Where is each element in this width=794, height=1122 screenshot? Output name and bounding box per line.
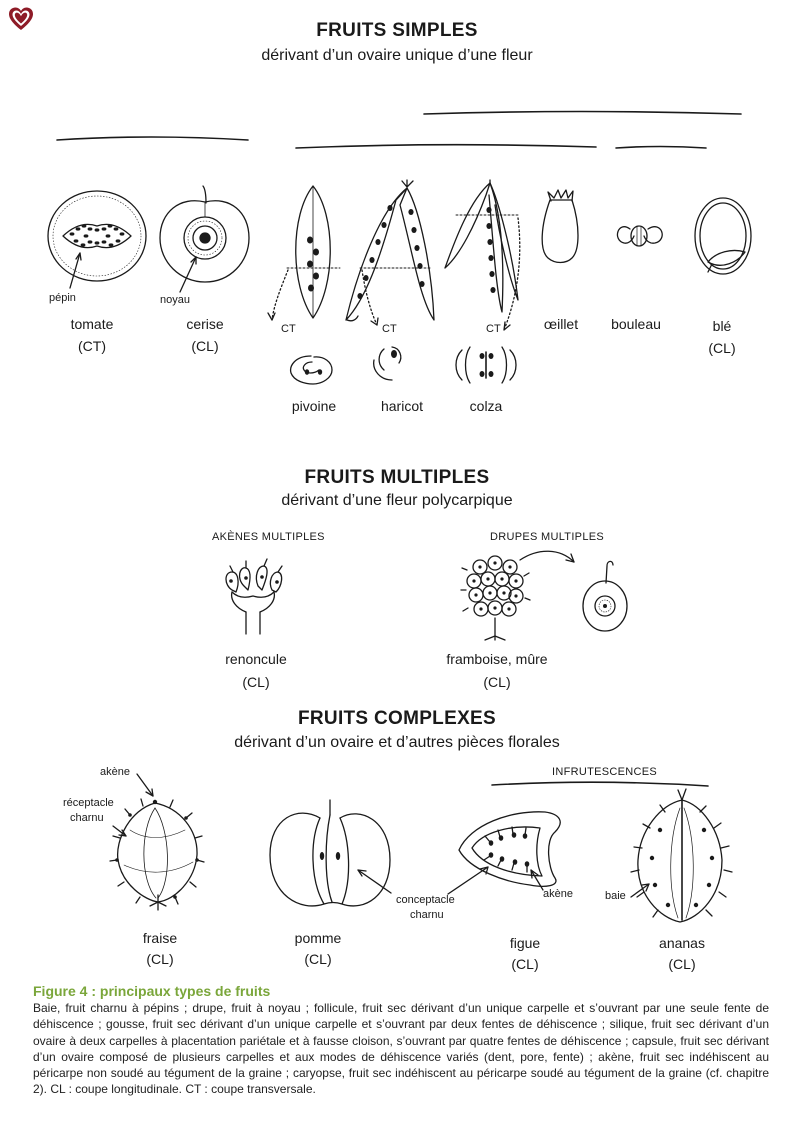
framboise-cut-label: (CL): [483, 674, 510, 690]
group-bars: [57, 112, 741, 149]
figure-caption-title: Figure 4 : principaux types de fruits: [33, 983, 270, 999]
pivoine-ct-label: CT: [281, 323, 296, 335]
figue-cut-label: (CL): [511, 956, 538, 972]
ananas-drawing: [631, 789, 732, 922]
infrutescences-label: INFRUTESCENCES: [552, 766, 657, 778]
cerise-drawing: [160, 186, 249, 292]
oeillet-drawing: [542, 190, 578, 263]
figue-label: figue: [510, 935, 540, 951]
figure-caption-text: Baie, fruit charnu à pépins ; drupe, fru…: [33, 1000, 769, 1098]
tomate-cut-label: (CT): [78, 338, 106, 354]
framboise-label: framboise, mûre: [446, 651, 547, 667]
ananas-label: ananas: [659, 935, 705, 951]
cerise-cut-label: (CL): [191, 338, 218, 354]
ble-label: blé: [713, 318, 732, 334]
framboise-drawing: [461, 551, 627, 640]
bouleau-drawing: [617, 226, 662, 246]
pomme-cut-label: (CL): [304, 951, 331, 967]
tomate-part-label: pépin: [49, 292, 76, 304]
bouleau-label: bouleau: [611, 316, 661, 332]
colza-ct-label: CT: [486, 323, 501, 335]
pivoine-drawing: [268, 186, 340, 384]
ble-drawing: [695, 198, 751, 274]
cerise-part-label: noyau: [160, 294, 190, 306]
fraise-receptacle-label-2: charnu: [70, 812, 104, 824]
renoncule-drawing: [226, 559, 282, 634]
colza-label: colza: [470, 398, 503, 414]
akenes-multiples-label: AKÈNES MULTIPLES: [212, 531, 325, 543]
figue-conceptacle-label: conceptacle: [396, 894, 455, 906]
renoncule-label: renoncule: [225, 651, 287, 667]
pomme-label: pomme: [295, 930, 342, 946]
fraise-label: fraise: [143, 930, 177, 946]
figue-drawing: [448, 812, 560, 894]
colza-drawing: [445, 180, 520, 383]
haricot-drawing: [346, 180, 434, 380]
pivoine-label: pivoine: [292, 398, 336, 414]
ananas-baie-label: baie: [605, 890, 626, 902]
haricot-ct-label: CT: [382, 323, 397, 335]
tomate-drawing: [48, 191, 146, 288]
fraise-akene-label: akène: [100, 766, 130, 778]
infrutescences-bar: [492, 782, 708, 786]
cerise-label: cerise: [186, 316, 223, 332]
tomate-label: tomate: [71, 316, 114, 332]
figue-akene-label: akène: [543, 888, 573, 900]
renoncule-cut-label: (CL): [242, 674, 269, 690]
haricot-label: haricot: [381, 398, 423, 414]
ananas-cut-label: (CL): [668, 956, 695, 972]
fraise-cut-label: (CL): [146, 951, 173, 967]
figue-conceptacle-label-2: charnu: [410, 909, 444, 921]
fraise-drawing: [110, 774, 204, 910]
pomme-drawing: [270, 800, 391, 906]
ble-cut-label: (CL): [708, 340, 735, 356]
drupes-multiples-label: DRUPES MULTIPLES: [490, 531, 604, 543]
fraise-receptacle-label: réceptacle: [63, 797, 114, 809]
oeillet-label: œillet: [544, 316, 578, 332]
